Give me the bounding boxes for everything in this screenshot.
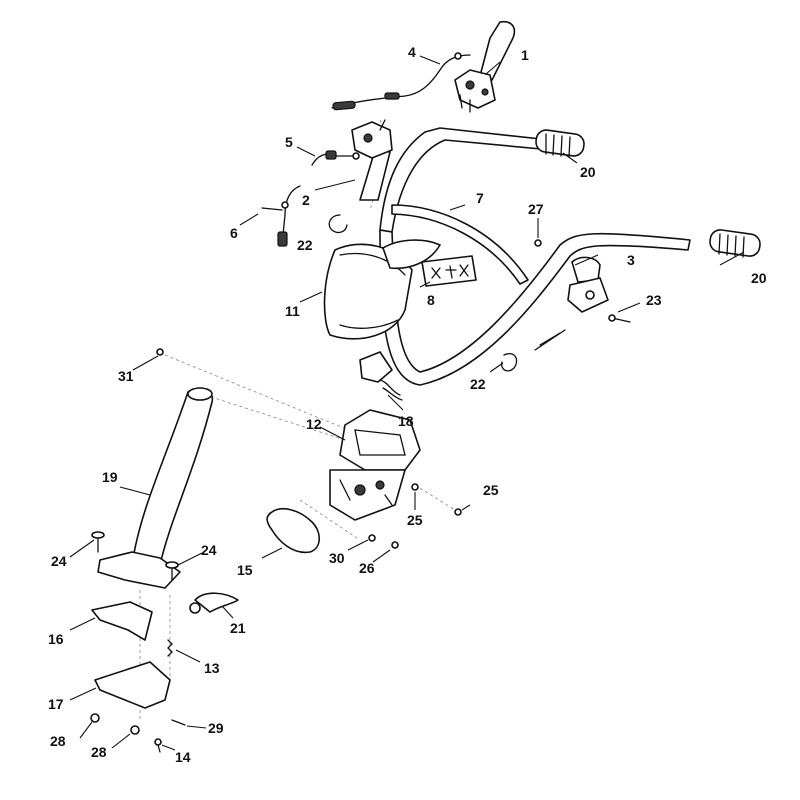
bracket-18: [359, 351, 403, 401]
spring-13: [167, 639, 173, 657]
callout-20b: 20: [751, 270, 767, 286]
callout-22a: 22: [297, 237, 313, 253]
screw-30: [368, 534, 376, 542]
cable-4: [331, 52, 471, 111]
plate-16: [91, 601, 153, 641]
callout-8: 8: [427, 292, 435, 308]
callout-17: 17: [48, 696, 64, 712]
callout-28a: 28: [50, 733, 66, 749]
callout-18: 18: [398, 413, 414, 429]
callout-7: 7: [476, 190, 484, 206]
grip-left: [535, 129, 585, 158]
callout-15: 15: [237, 562, 253, 578]
callout-4: 4: [408, 44, 416, 60]
callout-20a: 20: [580, 164, 596, 180]
cable-6: [261, 185, 301, 247]
nut-28-b: [130, 725, 140, 735]
lever-21: [189, 592, 239, 614]
plate-17: [94, 661, 171, 709]
callout-29: 29: [208, 720, 224, 736]
screw-23: [608, 314, 631, 323]
callout-24a: 24: [51, 553, 67, 569]
tube-19: [97, 387, 214, 589]
callout-25a: 25: [483, 482, 499, 498]
decal-8: [382, 239, 477, 287]
lever-2: [351, 119, 393, 201]
screw-25-a: [411, 483, 419, 491]
bolt-27: [534, 239, 542, 247]
leader-lines: [69, 55, 745, 751]
crossbar: [391, 204, 529, 285]
callout-11: 11: [285, 303, 300, 319]
callout-31: 31: [118, 368, 134, 384]
clip-22-lower: [501, 353, 518, 372]
callout-28b: 28: [91, 744, 107, 760]
callout-12: 12: [306, 416, 322, 432]
grip-right: [709, 229, 761, 258]
switch-3: [567, 256, 609, 313]
wire-loop-15: [266, 508, 321, 554]
callout-30: 30: [329, 550, 345, 566]
callout-14: 14: [175, 749, 191, 765]
callout-22b: 22: [470, 376, 486, 392]
screw-31: [156, 348, 164, 356]
callout-16: 16: [48, 631, 64, 647]
callout-6: 6: [230, 225, 238, 241]
nut-28-a: [90, 713, 100, 723]
callout-26: 26: [359, 560, 375, 576]
housing-12: [329, 409, 421, 521]
callout-23: 23: [646, 292, 662, 308]
screw-29: [171, 719, 186, 726]
callout-19: 19: [102, 469, 118, 485]
cable-5: [311, 150, 360, 166]
callout-1: 1: [521, 47, 529, 63]
callout-13: 13: [204, 660, 220, 676]
bolt-24-a: [91, 531, 105, 553]
callout-25b: 25: [407, 512, 423, 528]
lever-1: [454, 20, 516, 113]
handlebar: [379, 127, 691, 386]
callout-27: 27: [528, 201, 544, 217]
callout-24b: 24: [201, 542, 217, 558]
pin: [534, 329, 566, 351]
callout-3: 3: [627, 252, 635, 268]
callout-21: 21: [230, 620, 246, 636]
clip-22-upper: [328, 214, 348, 234]
callout-5: 5: [285, 134, 293, 150]
screw-14: [154, 738, 162, 753]
screw-26: [391, 541, 399, 549]
callout-2: 2: [302, 192, 310, 208]
callouts: 1 2 3 4 5 6 7 8 11 12 13 14 15 16 17 18 …: [48, 44, 767, 765]
screw-25-b: [454, 508, 462, 516]
